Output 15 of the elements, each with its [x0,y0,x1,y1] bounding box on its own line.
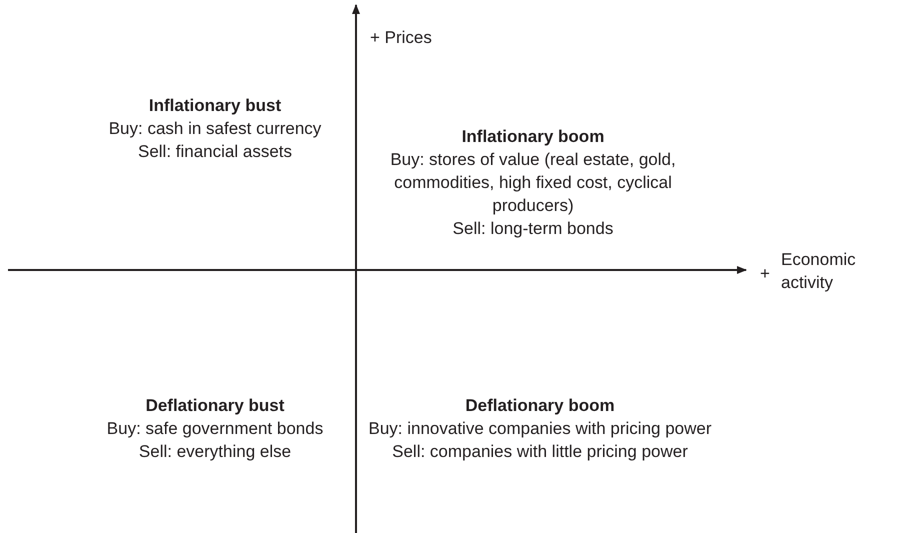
axis-label: + Prices [370,27,432,49]
axis-sign: + [760,263,770,285]
quadrant-text: Buy: stores of value (real estate, gold, commodities, high fixed cost, cyclical producers) [389,149,677,217]
quadrant-text: Sell: everything else [138,441,292,463]
quadrant-heading: Inflationary boom [462,126,604,148]
quadrant-text: Buy: innovative companies with pricing power [368,418,712,440]
quadrant-heading: Deflationary bust [146,395,284,417]
quadrant-text: Sell: financial assets [138,141,292,163]
quadrant-text: Sell: long-term bonds [452,218,614,240]
axis-label: Economic activity [781,249,857,294]
quadrant-text: Buy: safe government bonds [106,418,324,440]
quadrant-text: Sell: companies with little pricing power [392,441,688,463]
quadrant-heading: Inflationary bust [148,95,282,117]
quadrant-heading: Deflationary boom [465,395,615,417]
quadrant-text: Buy: cash in safest currency [108,118,322,140]
